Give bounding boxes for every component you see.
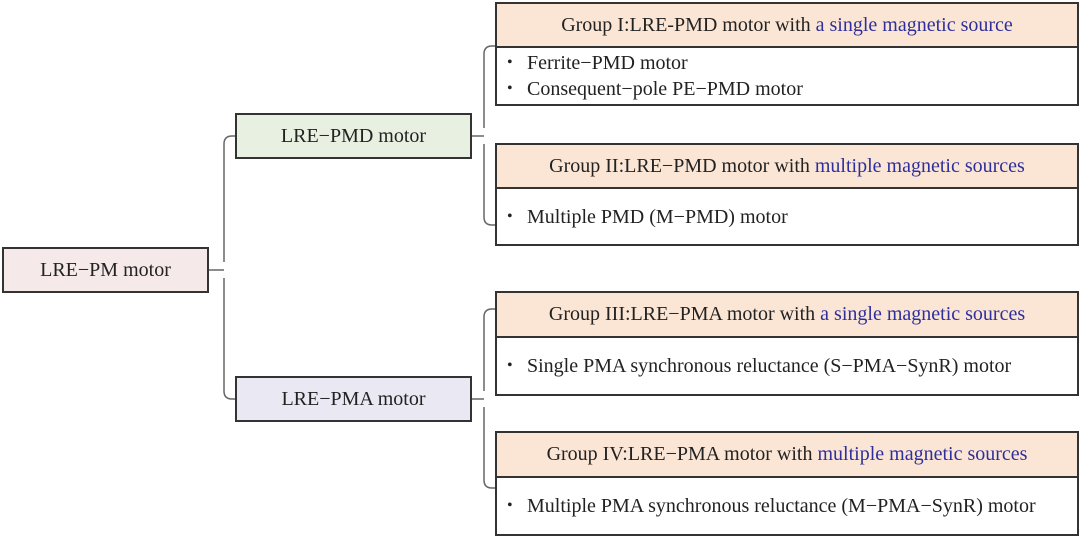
group-title-prefix: Group II:LRE−PMD motor with: [549, 154, 815, 177]
group-title-highlight: a single magnetic source: [815, 13, 1013, 36]
group-title-prefix: Group III:LRE−PMA motor with: [548, 303, 821, 325]
group-title-highlight: a single magnetic sources: [820, 303, 1026, 325]
list-item: • Multiple PMD (M−PMD) motor: [507, 204, 1077, 230]
bullet-icon: •: [507, 497, 513, 514]
connector-root-to-pmd: [223, 135, 235, 262]
bullet-icon: •: [507, 54, 513, 71]
connector-pmd-to-group-2: [483, 144, 495, 226]
list-item-text: Multiple PMD (M−PMD) motor: [527, 205, 788, 228]
list-item: • Multiple PMA synchronous reluctance (M…: [507, 493, 1077, 519]
list-item: • Consequent−pole PE−PMD motor: [507, 76, 1077, 102]
group-title-highlight: multiple magnetic sources: [817, 443, 1028, 465]
group-1-header: Group I:LRE-PMD motor with a single magn…: [497, 4, 1077, 48]
branch-node-lre-pma-motor: LRE−PMA motor: [235, 376, 472, 422]
group-3-header: Group III:LRE−PMA motor with a single ma…: [497, 293, 1077, 338]
bullet-icon: •: [507, 357, 513, 374]
group-4-header: Group IV:LRE−PMA motor with multiple mag…: [497, 433, 1077, 478]
list-item: • Single PMA synchronous reluctance (S−P…: [507, 353, 1077, 379]
list-item-text: Consequent−pole PE−PMD motor: [527, 78, 803, 100]
list-item-text: Single PMA synchronous reluctance (S−PMA…: [527, 355, 1012, 377]
group-3-items: • Single PMA synchronous reluctance (S−P…: [497, 338, 1077, 394]
list-item-text: Ferrite−PMD motor: [527, 52, 688, 74]
branch-node-lre-pmd-motor: LRE−PMD motor: [235, 113, 472, 159]
group-1-items: • Ferrite−PMD motor • Consequent−pole PE…: [497, 48, 1077, 104]
list-item: • Ferrite−PMD motor: [507, 50, 1077, 76]
group-title-prefix: Group IV:LRE−PMA motor with: [546, 443, 818, 465]
group-4-items: • Multiple PMA synchronous reluctance (M…: [497, 478, 1077, 534]
group-2-header: Group II:LRE−PMD motor with multiple mag…: [497, 145, 1077, 189]
root-node-label: LRE−PM motor: [40, 258, 171, 281]
root-node-lre-pm-motor: LRE−PM motor: [2, 247, 209, 293]
connector-pmd-to-group-1: [483, 45, 495, 128]
bullet-icon: •: [507, 207, 513, 225]
group-3-box: Group III:LRE−PMA motor with a single ma…: [495, 291, 1079, 396]
group-2-box: Group II:LRE−PMD motor with multiple mag…: [495, 143, 1079, 246]
group-title-prefix: Group I:LRE-PMD motor with: [561, 13, 816, 36]
group-2-items: • Multiple PMD (M−PMD) motor: [497, 189, 1077, 244]
connector-pma-to-group-3: [483, 308, 495, 391]
list-item-text: Multiple PMA synchronous reluctance (M−P…: [527, 495, 1036, 517]
branch-node-label: LRE−PMD motor: [280, 124, 427, 147]
connector-root-to-pma: [223, 278, 235, 400]
bullet-icon: •: [507, 80, 513, 97]
group-4-box: Group IV:LRE−PMA motor with multiple mag…: [495, 431, 1079, 536]
group-title-highlight: multiple magnetic sources: [814, 154, 1025, 177]
group-1-box: Group I:LRE-PMD motor with a single magn…: [495, 2, 1079, 106]
branch-node-label: LRE−PMA motor: [281, 387, 426, 410]
connector-pma-to-group-4: [483, 407, 495, 489]
